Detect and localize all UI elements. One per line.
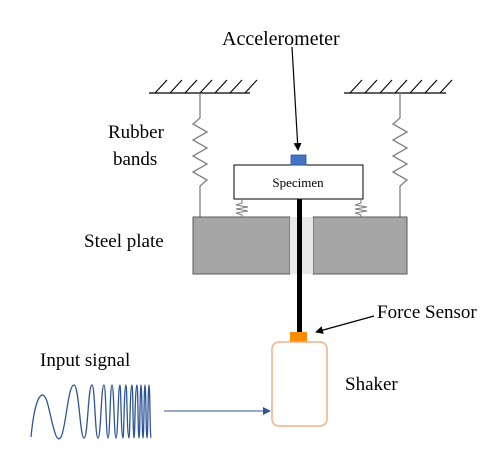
force-sensor	[290, 332, 307, 342]
accelerometer-sensor	[290, 154, 307, 166]
input-signal-waveform	[30, 384, 152, 440]
force-sensor-arrow	[315, 315, 375, 334]
stinger-rod	[297, 199, 302, 332]
accelerometer-arrow	[291, 46, 302, 151]
specimen-box	[233, 164, 364, 200]
specimen-label: Specimen	[272, 175, 324, 190]
steel-plate-label: Steel plate	[84, 231, 164, 252]
rubber-bands-label-line2: bands	[113, 149, 157, 170]
input-signal-label: Input signal	[40, 350, 130, 371]
left-steel-plate	[192, 216, 291, 275]
right-small-spring	[354, 200, 368, 217]
shaker-label: Shaker	[345, 374, 398, 395]
right-steel-plate	[312, 216, 408, 275]
right-ceiling-support	[344, 79, 453, 94]
right-rubber-band-spring	[391, 93, 409, 217]
left-ceiling-support	[149, 79, 258, 94]
accelerometer-label: Accelerometer	[222, 28, 340, 50]
left-small-spring	[235, 200, 249, 217]
rubber-bands-label-line1: Rubber	[108, 122, 165, 143]
left-rubber-band-spring	[191, 93, 209, 217]
shaker-body	[271, 341, 328, 427]
force-sensor-label: Force Sensor	[377, 302, 477, 323]
